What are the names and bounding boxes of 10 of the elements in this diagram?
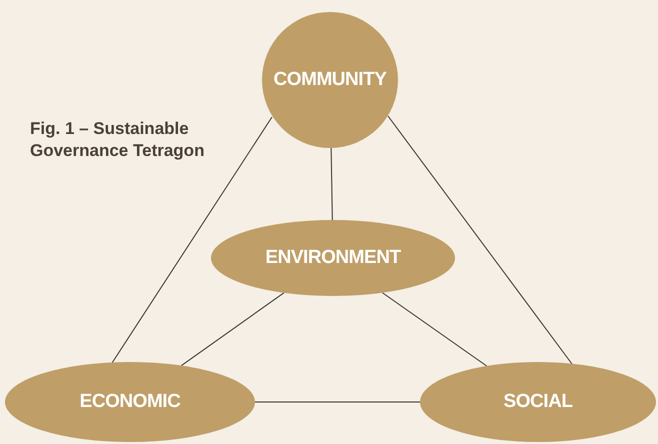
node-label: SOCIAL <box>504 390 572 414</box>
figure-title: Fig. 1 – Sustainable Governance Tetragon <box>30 118 206 162</box>
node-label: ENVIRONMENT <box>265 246 401 270</box>
connector-line <box>112 116 272 364</box>
node-label: ECONOMIC <box>80 390 180 414</box>
node-label: COMMUNITY <box>274 68 386 92</box>
connector-line <box>330 148 333 220</box>
connector-line <box>180 292 284 366</box>
connector-line <box>388 116 572 364</box>
connector-line <box>382 292 488 366</box>
